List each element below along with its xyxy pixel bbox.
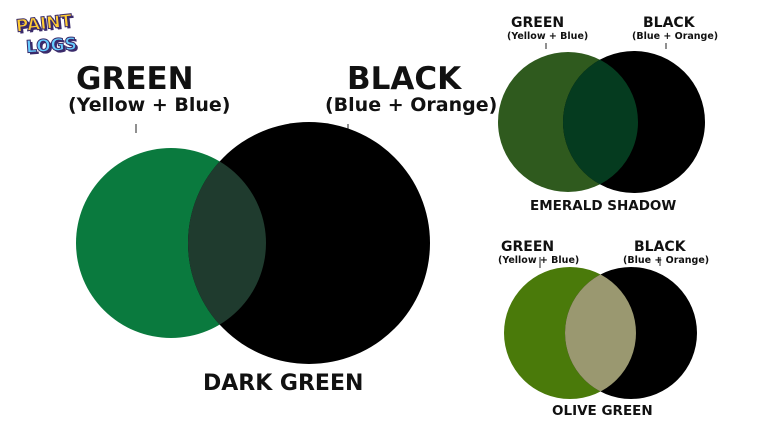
main-black-recipe: (Blue + Orange)	[325, 94, 498, 116]
mix2-result-label: OLIVE GREEN	[552, 403, 653, 419]
mix1-black-label: BLACK	[643, 15, 695, 31]
mix2-black-label: BLACK	[634, 239, 686, 255]
mix2-overlap-olive-green	[565, 267, 636, 399]
main-green-recipe: (Yellow + Blue)	[68, 94, 231, 116]
mix1-overlap-emerald-shadow	[563, 52, 638, 192]
main-black-label: BLACK	[347, 61, 462, 97]
mix1-black-recipe: (Blue + Orange)	[632, 31, 719, 42]
mix2-green-recipe: (Yellow + Blue)	[498, 255, 580, 266]
mix1-green-label: GREEN	[511, 15, 565, 31]
main-black-circle	[188, 122, 430, 364]
mix1-result-label: EMERALD SHADOW	[530, 198, 677, 214]
main-result-label: DARK GREEN	[203, 371, 364, 396]
mix1-green-recipe: (Yellow + Blue)	[507, 31, 589, 42]
main-green-label: GREEN	[76, 61, 194, 97]
mix2-green-label: GREEN	[501, 239, 555, 255]
mix2-black-recipe: (Blue + Orange)	[623, 255, 710, 266]
